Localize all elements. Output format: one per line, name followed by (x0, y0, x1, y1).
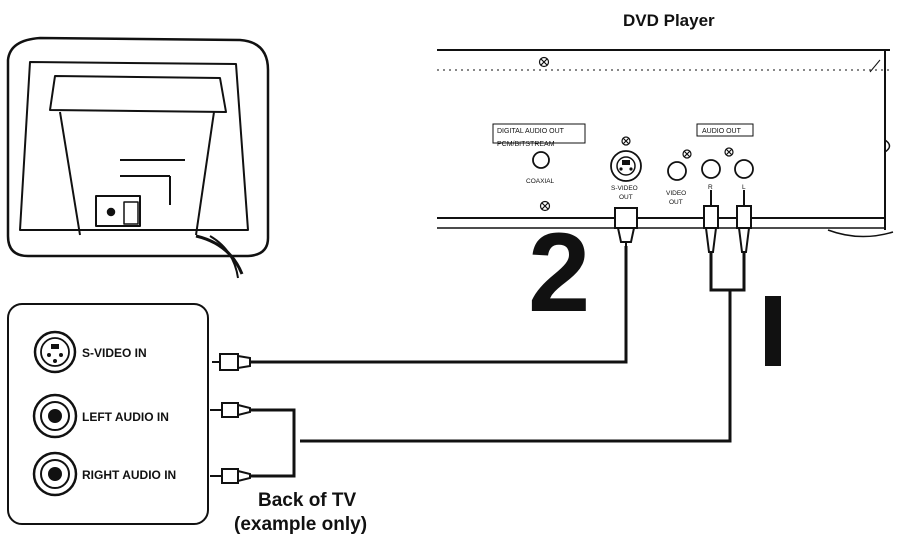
tv-rear-illustration (6, 36, 270, 279)
rca-plug-r (703, 190, 719, 253)
svideo-in-label: S-VIDEO IN (82, 346, 147, 360)
caption-line2: (example only) (234, 514, 367, 535)
dvd-player-rear-panel: DVD Player DIGITAL AUDIO OU (437, 11, 894, 238)
audio-out-label: AUDIO OUT (702, 128, 742, 135)
svideo-plug-dvd (614, 207, 638, 246)
svideo-out-label-line2: OUT (619, 194, 633, 201)
screw-icon (539, 200, 551, 212)
svideo-out-label-line1: S-VIDEO (611, 185, 638, 192)
step-1-number (765, 296, 781, 366)
tv-jack-panel: S-VIDEO IN LEFT AUDIO IN RIGHT AUDIO IN (7, 303, 209, 525)
screw-icon (621, 136, 631, 146)
coaxial-jack (532, 151, 550, 169)
screw-icon (724, 147, 734, 157)
svideo-out-jack (610, 150, 642, 182)
video-out-label-line2: OUT (669, 199, 683, 206)
audio-out-l-jack (734, 159, 754, 179)
audio-out-r-jack (701, 159, 721, 179)
rca-plug-l (736, 190, 752, 253)
svideo-in-jack (33, 330, 77, 374)
rca-plug-right-tv (210, 468, 251, 484)
left-audio-in-label: LEFT AUDIO IN (82, 410, 169, 424)
dvd-player-title: DVD Player (623, 11, 715, 30)
screw-icon (538, 56, 550, 68)
screw-icon (682, 149, 692, 159)
svideo-plug-tv (212, 353, 251, 371)
audio-l-label: L (742, 184, 746, 191)
audio-r-label: R (708, 184, 713, 191)
right-audio-in-jack (32, 451, 78, 497)
audio-cable (250, 252, 746, 478)
svideo-cable (250, 246, 628, 364)
digital-audio-out-label: DIGITAL AUDIO OUT (497, 128, 565, 135)
video-out-label-line1: VIDEO (666, 190, 686, 197)
pcm-bitstream-label: PCM/BITSTREAM (497, 141, 555, 148)
step-2-number: 2 (528, 210, 590, 335)
right-audio-in-label: RIGHT AUDIO IN (82, 468, 176, 482)
rca-plug-left-tv (210, 402, 251, 418)
coaxial-label: COAXIAL (526, 178, 555, 185)
left-audio-in-jack (32, 393, 78, 439)
caption-line1: Back of TV (258, 490, 357, 511)
video-out-jack (667, 161, 687, 181)
